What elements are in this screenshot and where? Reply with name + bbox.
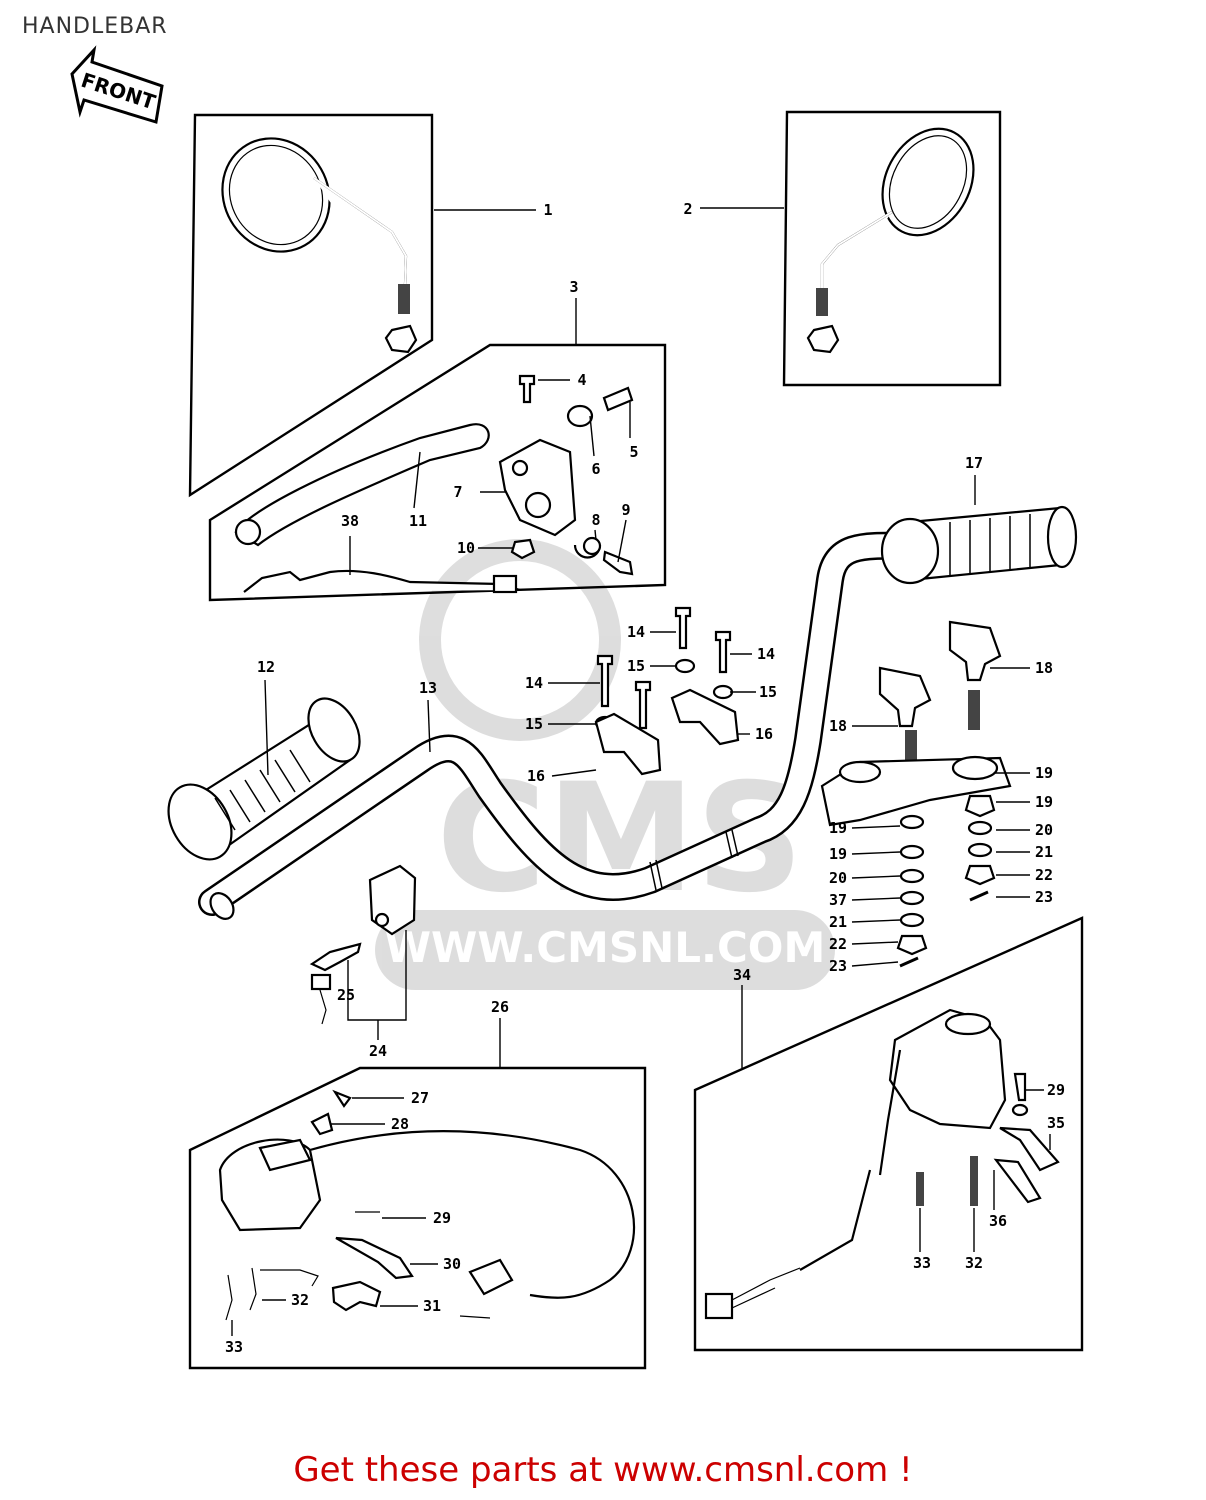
part-label-29b: 29 xyxy=(1047,1081,1065,1099)
part-label-35: 35 xyxy=(1047,1114,1065,1132)
part-label-25: 25 xyxy=(337,986,355,1004)
front-arrow-icon: FRONT xyxy=(70,45,164,124)
handlebar xyxy=(198,531,919,920)
left-grip xyxy=(167,697,361,861)
part-label-19d: 19 xyxy=(829,845,847,863)
part-label-14a: 14 xyxy=(627,623,645,641)
right-switch-housing xyxy=(704,1008,1060,1320)
part-label-15b: 15 xyxy=(759,683,777,701)
part-label-29a: 29 xyxy=(433,1209,451,1227)
right-grip xyxy=(880,505,1078,585)
part-label-18b: 18 xyxy=(829,717,847,735)
part-label-16a: 16 xyxy=(755,725,773,743)
part-label-38: 38 xyxy=(341,512,359,530)
part-label-23b: 23 xyxy=(829,957,847,975)
part-label-21a: 21 xyxy=(1035,843,1053,861)
part-label-37: 37 xyxy=(829,891,847,909)
part-label-22a: 22 xyxy=(1035,866,1053,884)
part-label-17: 17 xyxy=(965,454,983,472)
part-label-21b: 21 xyxy=(829,913,847,931)
part-label-2: 2 xyxy=(683,200,692,218)
group-box-26 xyxy=(188,1066,647,1370)
part-label-14b: 14 xyxy=(757,645,775,663)
mirror-right xyxy=(806,127,975,354)
part-label-19a: 19 xyxy=(1035,764,1053,782)
part-label-7: 7 xyxy=(453,483,462,501)
part-label-9: 9 xyxy=(621,501,630,519)
part-label-16b: 16 xyxy=(527,767,545,785)
part-label-19b: 19 xyxy=(1035,793,1053,811)
mirror-left xyxy=(221,137,418,354)
part-label-15c: 15 xyxy=(525,715,543,733)
part-label-14c: 14 xyxy=(525,674,543,692)
part-label-32b: 32 xyxy=(965,1254,983,1272)
clutch-lever-assembly xyxy=(234,374,634,594)
part-label-5: 5 xyxy=(629,443,638,461)
upper-holder-right xyxy=(820,620,1012,968)
part-label-28: 28 xyxy=(391,1115,409,1133)
part-label-1: 1 xyxy=(543,201,552,219)
part-label-27: 27 xyxy=(411,1089,429,1107)
part-label-33a: 33 xyxy=(225,1338,243,1356)
stack-right xyxy=(964,794,996,902)
part-label-23a: 23 xyxy=(1035,888,1053,906)
group-box-1 xyxy=(188,113,434,498)
part-label-20a: 20 xyxy=(1035,821,1053,839)
part-label-33b: 33 xyxy=(913,1254,931,1272)
watermark: WWW.CMSNL.COM CMS xyxy=(375,539,835,990)
left-switch-housing xyxy=(218,1089,635,1321)
part-label-19c: 19 xyxy=(829,819,847,837)
group-box-34 xyxy=(693,916,1084,1352)
leader-lines xyxy=(231,207,1051,1336)
part-label-13: 13 xyxy=(419,679,437,697)
part-label-4: 4 xyxy=(577,371,586,389)
part-label-3: 3 xyxy=(569,278,578,296)
diagram-title: HANDLEBAR xyxy=(22,14,168,39)
ignition-switch xyxy=(309,864,417,1025)
part-label-8: 8 xyxy=(591,511,600,529)
parts-diagram: WWW.CMSNL.COM CMS FRONT xyxy=(70,45,1084,1370)
part-label-31: 31 xyxy=(423,1297,441,1315)
part-label-22b: 22 xyxy=(829,935,847,953)
group-box-3 xyxy=(208,343,667,602)
part-label-34: 34 xyxy=(733,966,751,984)
part-label-12: 12 xyxy=(257,658,275,676)
part-label-20b: 20 xyxy=(829,869,847,887)
group-box-2 xyxy=(782,110,1002,387)
part-label-24: 24 xyxy=(369,1042,387,1060)
part-labels: 1 2 3 4 5 6 7 8 9 10 11 38 12 13 14 14 1… xyxy=(225,200,1065,1356)
part-label-15a: 15 xyxy=(627,657,645,675)
watermark-text: WWW.CMSNL.COM xyxy=(385,923,826,972)
part-label-30: 30 xyxy=(443,1255,461,1273)
part-label-26: 26 xyxy=(491,998,509,1016)
part-label-36: 36 xyxy=(989,1212,1007,1230)
stack-left xyxy=(896,814,928,968)
part-label-18a: 18 xyxy=(1035,659,1053,677)
part-label-10: 10 xyxy=(457,539,475,557)
footer-link[interactable]: Get these parts at www.cmsnl.com ! xyxy=(293,1450,913,1490)
clamp-hardware xyxy=(594,606,740,776)
part-label-6: 6 xyxy=(591,460,600,478)
part-label-11: 11 xyxy=(409,512,427,530)
part-label-32a: 32 xyxy=(291,1291,309,1309)
